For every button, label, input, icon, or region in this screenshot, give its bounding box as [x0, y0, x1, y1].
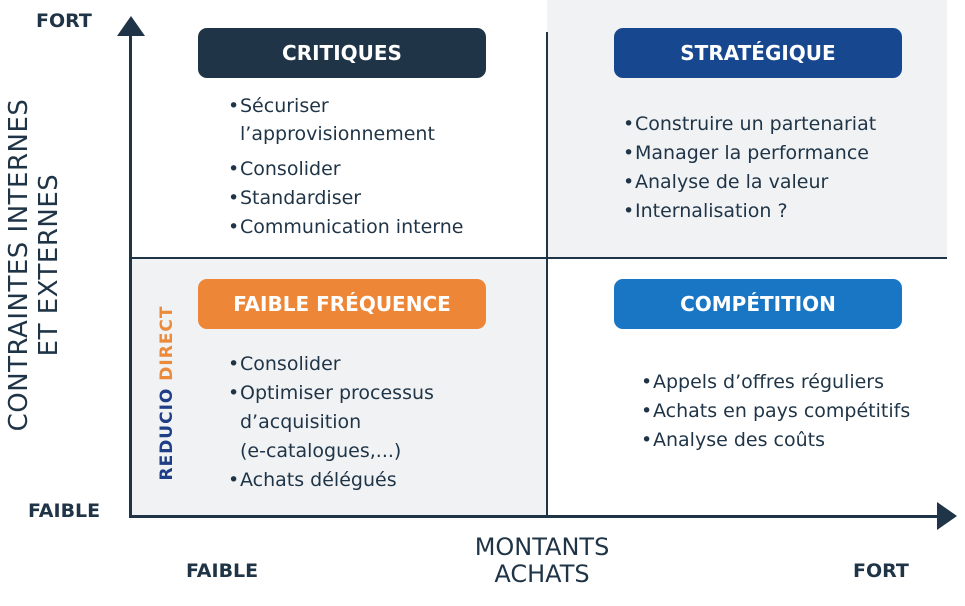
- faible-frequence-badge: FAIBLE FRÉQUENCE: [198, 279, 486, 329]
- list-item: Optimiser processus: [228, 379, 434, 408]
- faible-frequence-list: Consolider Optimiser processus d’acquisi…: [228, 350, 434, 495]
- x-axis-title-line2: ACHATS: [494, 560, 590, 588]
- y-axis-title-line2: ET EXTERNES: [34, 173, 64, 357]
- x-axis-title: MONTANTS ACHATS: [442, 534, 642, 588]
- list-item: Communication interne: [228, 213, 463, 242]
- y-axis-line: [129, 30, 132, 518]
- vertical-divider: [546, 32, 548, 516]
- x-axis-high-label: FORT: [853, 560, 909, 582]
- list-item-continuation: l’approvisionnement: [228, 120, 463, 149]
- strategique-list: Construire un partenariat Manager la per…: [623, 110, 876, 226]
- list-item: Internalisation ?: [623, 197, 876, 226]
- y-axis-title: CONTRAINTES INTERNES ET EXTERNES: [4, 95, 64, 435]
- competition-list: Appels d’offres réguliers Achats en pays…: [641, 368, 910, 455]
- list-item-text: (e-catalogues,...): [240, 440, 402, 462]
- strategique-badge: STRATÉGIQUE: [614, 28, 902, 78]
- list-item: Sécuriser: [228, 92, 463, 121]
- horizontal-divider: [132, 257, 947, 259]
- list-item: Standardiser: [228, 184, 463, 213]
- x-axis-low-label: FAIBLE: [186, 560, 259, 582]
- reducio-direct-logo: REDUCIO DIRECT: [157, 305, 177, 480]
- list-item: Analyse des coûts: [641, 426, 910, 455]
- list-item: Consolider: [228, 155, 463, 184]
- list-item: Appels d’offres réguliers: [641, 368, 910, 397]
- list-item: Achats en pays compétitifs: [641, 397, 910, 426]
- list-item: Consolider: [228, 350, 434, 379]
- critiques-list: Sécuriser l’approvisionnement Consolider…: [228, 92, 463, 242]
- list-item: Construire un partenariat: [623, 110, 876, 139]
- y-axis-arrow-icon: [117, 16, 145, 36]
- list-item: Analyse de la valeur: [623, 168, 876, 197]
- y-axis-high-label: FORT: [36, 10, 92, 32]
- x-axis-line: [129, 515, 939, 518]
- logo-part2: DIRECT: [157, 305, 177, 381]
- critiques-badge: CRITIQUES: [198, 28, 486, 78]
- x-axis-arrow-icon: [937, 502, 957, 530]
- list-item-text: d’acquisition: [240, 411, 362, 433]
- list-item-continuation: d’acquisition: [228, 408, 434, 437]
- competition-badge: COMPÉTITION: [614, 279, 902, 329]
- list-item: Achats délégués: [228, 466, 434, 495]
- x-axis-title-line1: MONTANTS: [474, 533, 610, 561]
- y-axis-low-label: FAIBLE: [28, 500, 101, 522]
- logo-part1: REDUCIO: [157, 387, 177, 481]
- list-item: Manager la performance: [623, 139, 876, 168]
- list-item-continuation: (e-catalogues,...): [228, 437, 434, 466]
- y-axis-title-line1: CONTRAINTES INTERNES: [4, 98, 34, 432]
- list-item-text: l’approvisionnement: [240, 123, 435, 145]
